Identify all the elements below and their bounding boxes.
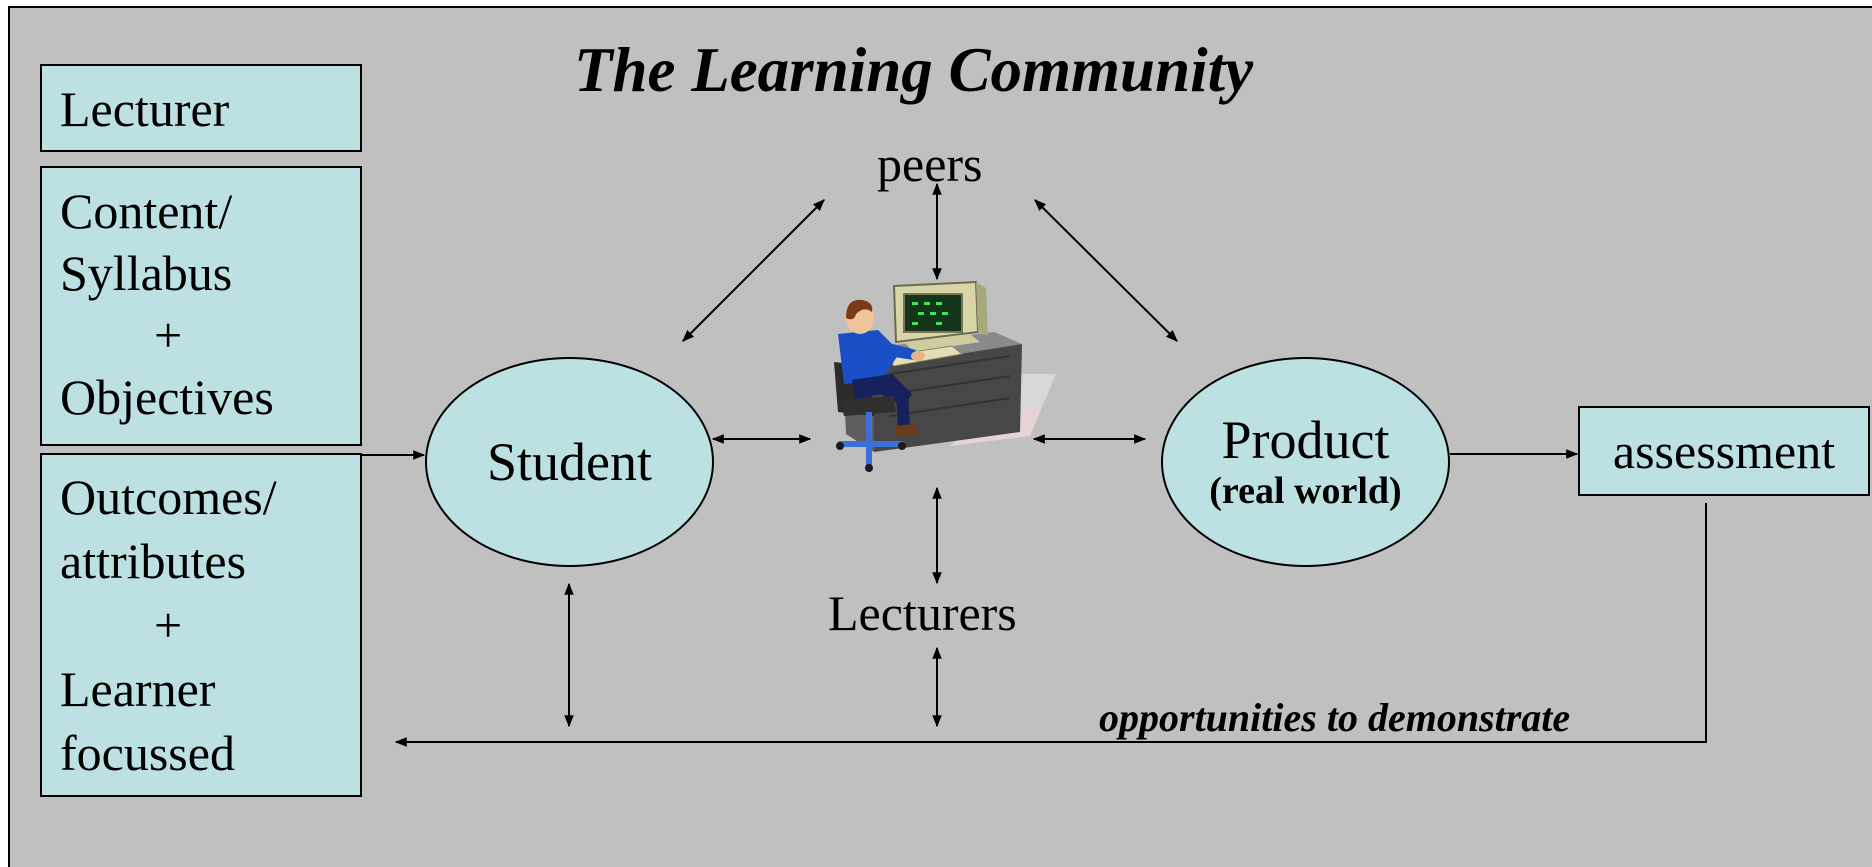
outcomes-box: Outcomes/ attributes + Learner focussed <box>40 453 362 797</box>
content-label: Content/ <box>60 183 233 239</box>
lecturer-label: Lecturer <box>60 81 230 137</box>
lecturer-box: Lecturer <box>40 64 362 152</box>
plus-sign: + <box>154 597 183 653</box>
assessment-box: assessment <box>1578 406 1870 496</box>
content-box: Content/ Syllabus + Objectives <box>40 166 362 446</box>
peers-label: peers <box>877 136 983 192</box>
real-world-label: (real world) <box>1209 470 1402 512</box>
product-label: Product <box>1221 410 1390 470</box>
product-node: Product (real world) <box>1161 357 1450 567</box>
assessment-label: assessment <box>1612 423 1836 479</box>
peers-product-arrow <box>1034 199 1178 342</box>
diagram-title: The Learning Community <box>574 35 1254 105</box>
learner-label: Learner <box>60 661 216 717</box>
outcomes-label: Outcomes/ <box>60 469 277 525</box>
opportunities-label: opportunities to demonstrate <box>1099 695 1571 740</box>
lecturers-label: Lecturers <box>828 585 1017 641</box>
student-label: Student <box>486 432 652 492</box>
attributes-label: attributes <box>60 533 247 589</box>
objectives-label: Objectives <box>60 369 274 425</box>
student-node: Student <box>425 357 714 567</box>
feedback-loop-arrow <box>394 503 1707 747</box>
student-peers-arrow <box>682 199 825 342</box>
focussed-label: focussed <box>60 725 235 781</box>
syllabus-label: Syllabus <box>60 245 233 301</box>
student-at-computer-icon <box>834 280 1056 472</box>
plus-sign: + <box>154 307 183 363</box>
